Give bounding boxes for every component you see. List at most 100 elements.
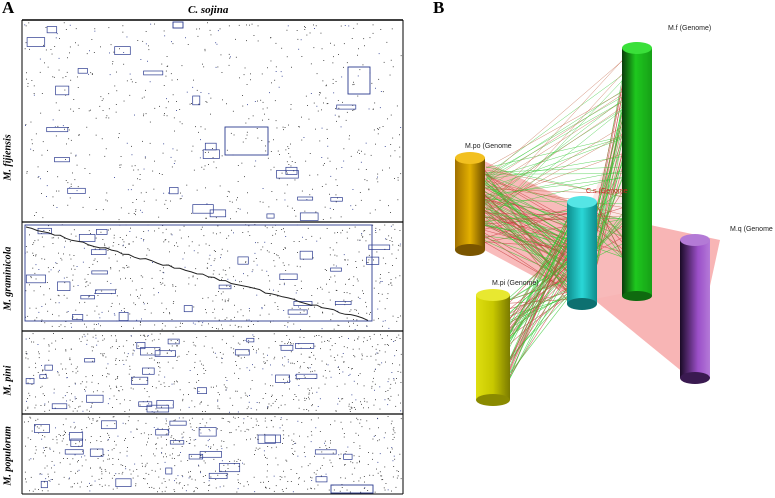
dot-texture [68,478,70,480]
dot-texture [307,367,309,369]
dot-texture [34,407,36,409]
dot-texture [47,490,49,492]
dot-texture [205,336,207,337]
dot-texture [343,254,345,256]
dot-cluster [299,212,319,221]
dot-texture [159,333,161,335]
dot-texture [181,65,183,67]
dot-texture [352,110,354,111]
dot-texture [348,367,350,368]
dot-texture [354,309,356,311]
dot-texture [236,199,237,201]
dot-texture [324,206,326,208]
dot-texture [207,440,209,442]
dot-texture [272,234,274,236]
dot-texture [247,395,248,397]
dot-texture [229,397,231,399]
dot-texture [47,310,49,312]
dot-texture [248,308,250,309]
dot-texture [91,350,93,352]
dot-texture [270,364,271,366]
dot-texture [173,301,175,302]
dot-texture [287,361,289,363]
dot-texture [41,236,43,238]
dot-texture [163,30,165,32]
dot-texture [44,403,46,405]
dot-texture [131,165,133,167]
dot-texture [248,484,249,486]
dot-texture [298,126,300,127]
dot-texture [148,249,150,251]
dot-texture [397,249,399,251]
dot-texture [27,358,29,360]
dot-texture [290,104,292,105]
dot-texture [377,472,379,474]
dot-texture [132,184,134,186]
dot-texture [246,131,248,133]
dot-texture [220,257,221,259]
dot-texture [368,452,369,453]
dot-texture [213,161,215,163]
dot-texture [89,482,90,484]
dot-texture [324,440,326,442]
dot-texture [246,319,248,321]
dot-texture [125,468,127,470]
dot-texture [186,441,188,442]
dot-texture [208,323,209,325]
dot-cluster [314,449,337,455]
dot-texture [273,289,274,291]
dot-texture [332,465,334,467]
dot-texture [58,57,60,59]
dot-texture [333,56,334,58]
dot-texture [270,419,272,421]
dot-texture [334,114,336,116]
dot-texture [109,74,111,76]
dot-texture [364,481,365,483]
dot-texture [248,342,249,344]
dot-texture [221,357,223,359]
dot-texture [30,476,32,478]
dot-texture [374,435,376,436]
dot-texture [343,361,345,363]
dot-texture [191,103,192,104]
dot-texture [153,294,155,296]
dot-texture [213,260,215,262]
dot-texture [209,29,211,31]
dot-texture [24,24,26,26]
dot-texture [41,490,43,492]
dot-texture [230,319,232,321]
dot-texture [324,269,326,270]
dot-texture [221,440,223,442]
dot-texture [259,447,261,449]
dot-texture [344,383,346,385]
dot-texture [135,214,136,216]
dot-texture [98,478,100,480]
dot-texture [314,345,316,347]
dot-texture [122,31,124,33]
dot-texture [274,100,276,102]
dot-texture [359,192,361,193]
dot-texture [238,355,240,357]
dot-texture [167,361,169,363]
dot-texture [182,417,184,419]
dot-texture [380,281,382,283]
dot-texture [86,126,88,128]
dot-texture [215,251,216,252]
dot-texture [262,246,264,248]
dot-texture [33,93,35,94]
dot-texture [97,340,99,342]
dot-cluster [26,37,46,47]
dot-texture [266,270,268,272]
dot-texture [73,483,75,485]
dot-texture [304,210,306,212]
dot-texture [335,201,337,203]
dot-texture [123,267,125,269]
dot-cluster [140,347,161,356]
dot-texture [219,408,221,410]
dot-texture [265,145,266,147]
dot-texture [363,38,365,40]
dot-texture [139,404,141,406]
dot-texture [97,383,99,385]
dot-texture [352,208,354,210]
dot-texture [309,463,311,465]
